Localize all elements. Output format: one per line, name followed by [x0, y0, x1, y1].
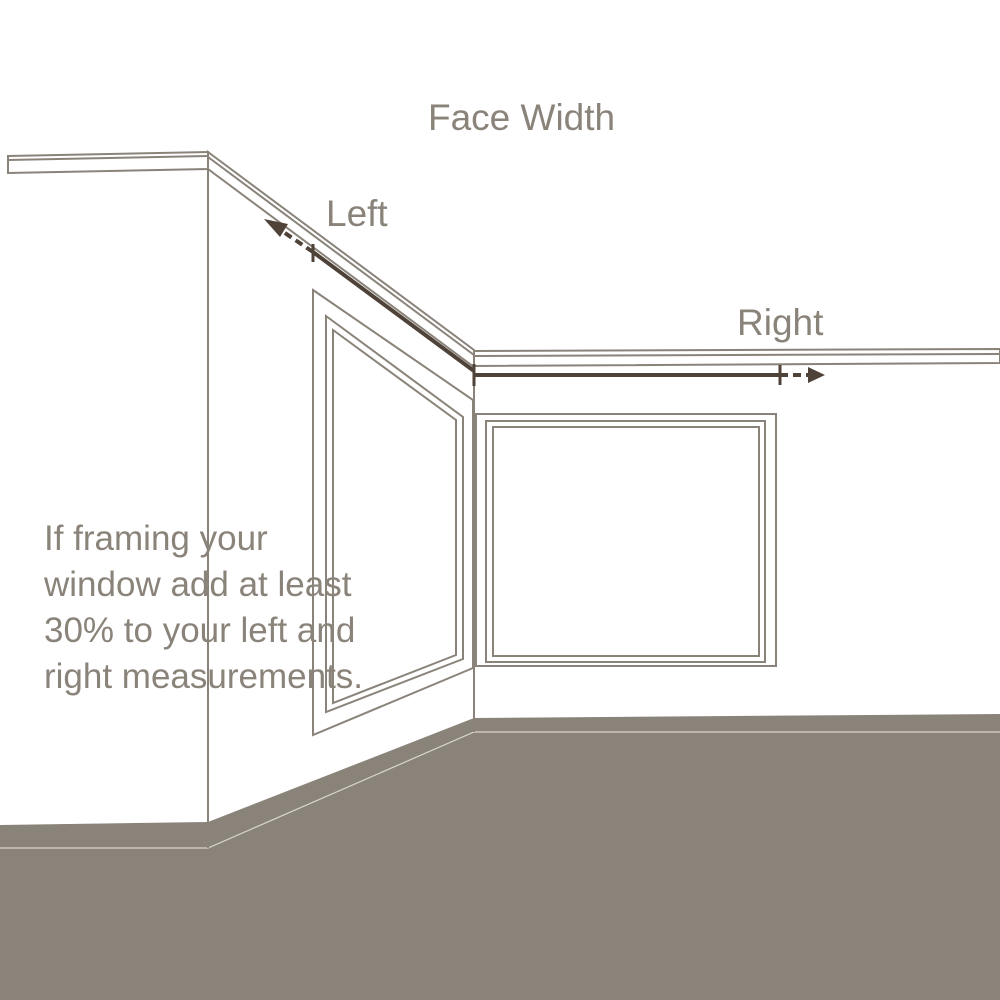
left-extension-arrow [264, 219, 315, 254]
right-label: Right [737, 302, 824, 343]
crown-molding-right-wall [473, 347, 1000, 368]
framing-note: If framing your window add at least 30% … [44, 519, 364, 696]
right-arrowhead [808, 367, 825, 383]
angled-window [312, 288, 474, 737]
floor [0, 714, 1000, 1000]
front-window [475, 413, 777, 667]
left-arrowhead [264, 219, 288, 237]
diagram-title: Face Width [428, 97, 616, 138]
right-extension-arrow [780, 367, 825, 383]
crown-molding-left-wall [7, 150, 209, 175]
baseboards [0, 731, 1000, 849]
left-label: Left [326, 193, 388, 234]
